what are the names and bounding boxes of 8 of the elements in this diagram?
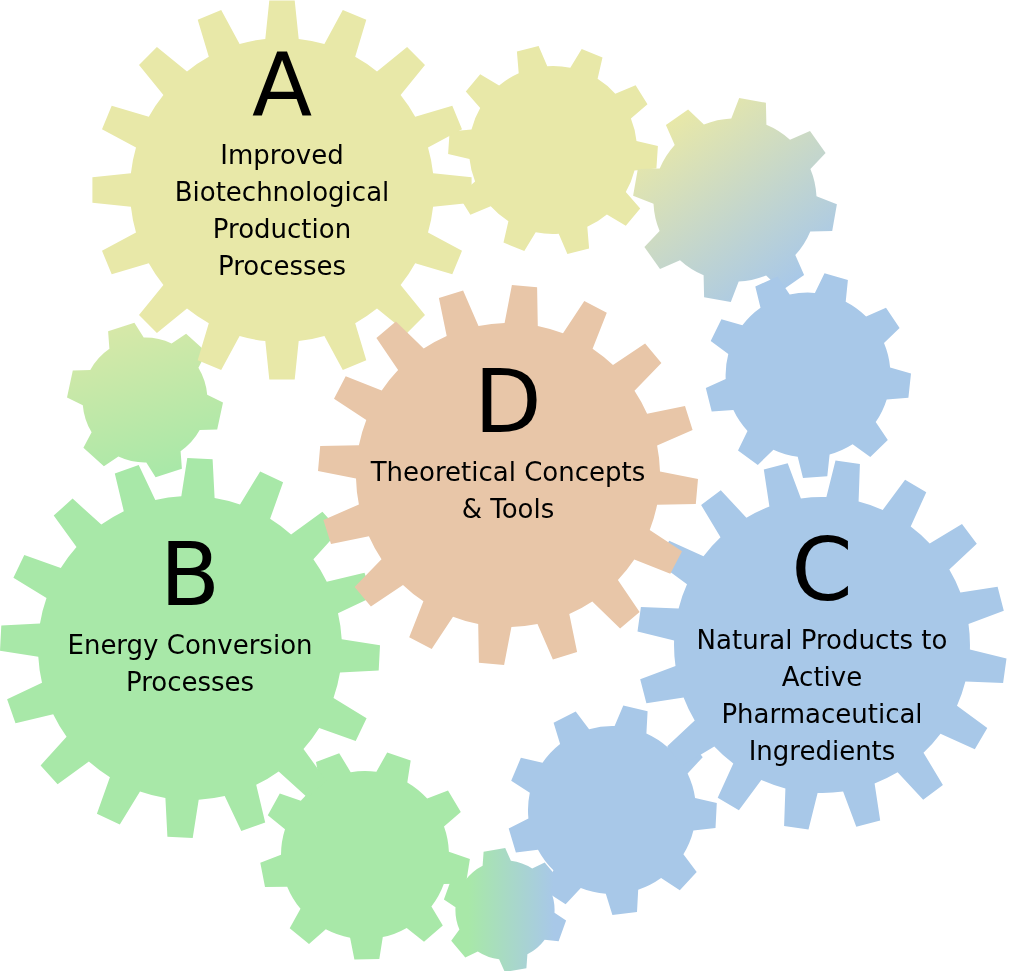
gear-label: Theoretical Concepts & Tools xyxy=(369,456,647,526)
gear-letter: C xyxy=(791,526,853,614)
gear-letter: B xyxy=(159,531,221,619)
gear-letter: A xyxy=(251,41,313,129)
gear-label: Energy Conversion Processes xyxy=(66,629,314,699)
gear-label: Natural Products to Active Pharmaceutical Ingredients xyxy=(695,624,949,768)
gear-label: Improved Biotechnological Production Processes xyxy=(173,139,391,283)
gear-letter: D xyxy=(474,358,542,446)
